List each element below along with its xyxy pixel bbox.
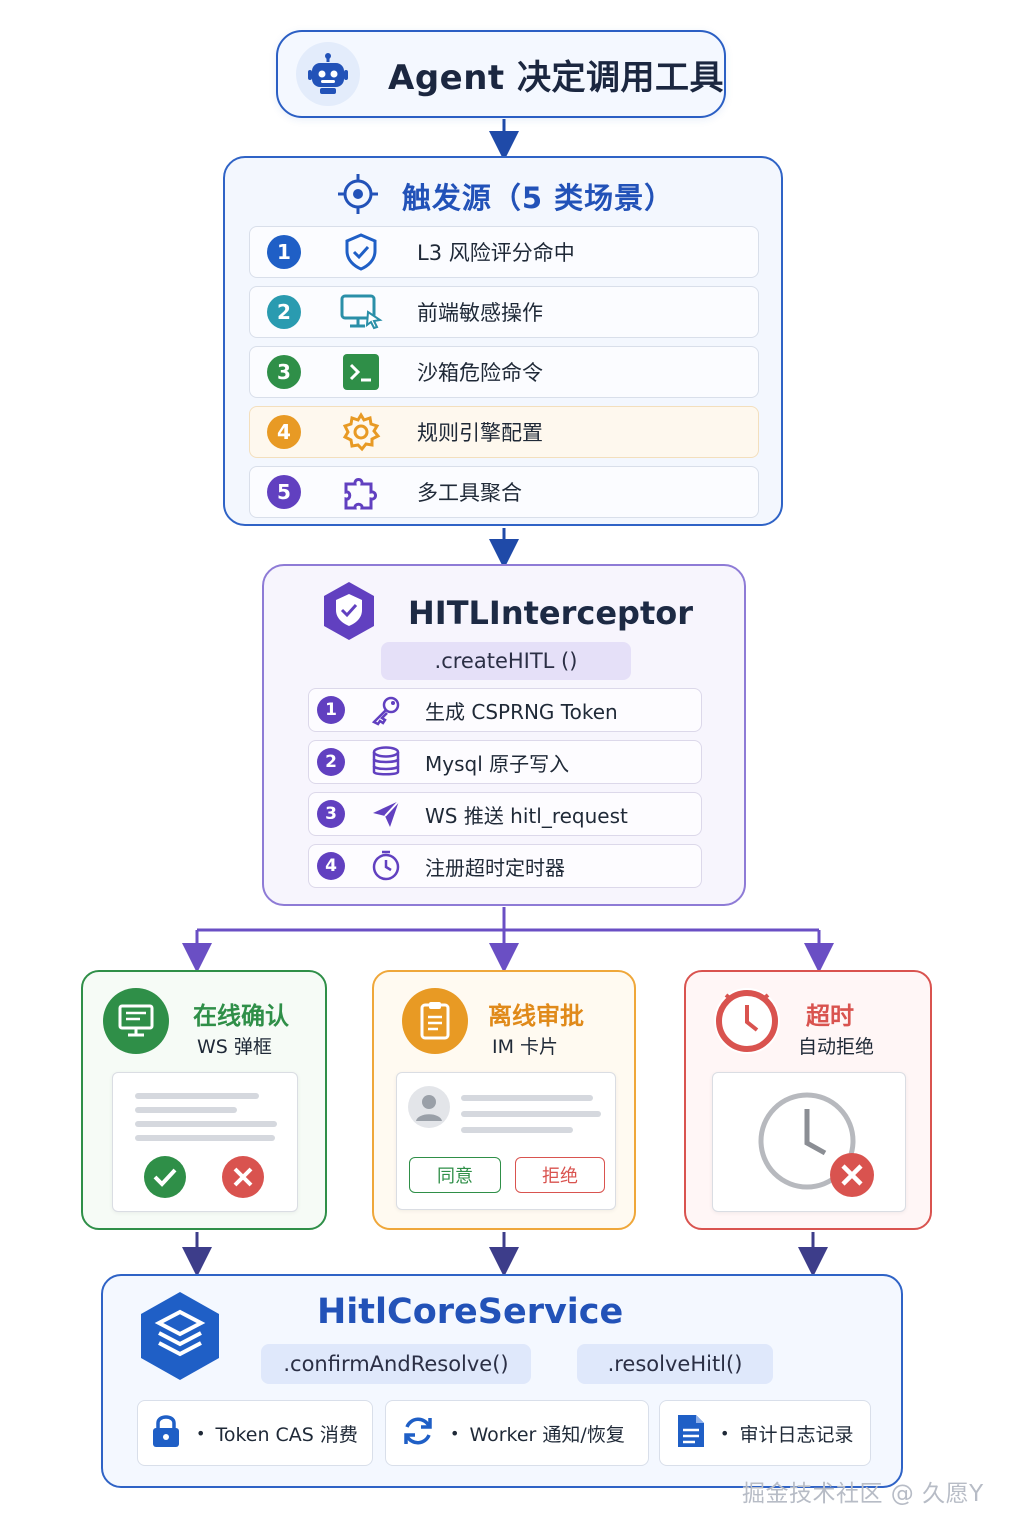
robot-icon bbox=[296, 42, 360, 106]
gear-icon bbox=[339, 410, 383, 454]
reject-button[interactable]: 拒绝 bbox=[515, 1157, 605, 1193]
expired-clock-icon bbox=[757, 1089, 877, 1203]
agent-node: Agent 决定调用工具 bbox=[276, 30, 726, 118]
hitl-step: 2 Mysql 原子写入 bbox=[308, 740, 702, 784]
ws-dialog-preview bbox=[112, 1072, 298, 1212]
monitor-icon bbox=[103, 988, 169, 1054]
offline-approve-card: 离线审批 IM 卡片 同意 拒绝 bbox=[372, 970, 636, 1230]
trigger-number: 1 bbox=[267, 235, 301, 269]
layers-icon bbox=[137, 1290, 223, 1386]
im-card-preview: 同意 拒绝 bbox=[396, 1072, 616, 1210]
trigger-label: 多工具聚合 bbox=[417, 481, 522, 505]
resolve-hitl-method: .resolveHitl() bbox=[577, 1344, 773, 1384]
step-number: 3 bbox=[317, 800, 345, 828]
timeout-card: 超时 自动拒绝 bbox=[684, 970, 932, 1230]
check-icon bbox=[143, 1155, 187, 1203]
agree-button[interactable]: 同意 bbox=[409, 1157, 501, 1193]
lock-icon bbox=[150, 1413, 182, 1453]
key-icon bbox=[369, 693, 403, 727]
refresh-icon bbox=[400, 1413, 436, 1453]
send-icon bbox=[369, 797, 403, 831]
clock-icon bbox=[714, 988, 780, 1054]
trigger-number: 3 bbox=[267, 355, 301, 389]
database-icon bbox=[369, 745, 403, 779]
hitl-title: HITLInterceptor bbox=[408, 594, 694, 632]
confirm-and-resolve-method: .confirmAndResolve() bbox=[261, 1344, 531, 1384]
close-icon bbox=[221, 1155, 265, 1203]
core-item-label: Worker 通知/恢复 bbox=[469, 1423, 625, 1446]
trigger-label: 前端敏感操作 bbox=[417, 301, 543, 325]
trigger-item: 4 规则引擎配置 bbox=[249, 406, 759, 458]
trigger-item: 1 L3 风险评分命中 bbox=[249, 226, 759, 278]
trigger-number: 5 bbox=[267, 475, 301, 509]
trigger-number: 2 bbox=[267, 295, 301, 329]
core-item: • Token CAS 消费 bbox=[137, 1400, 373, 1466]
trigger-item: 3 沙箱危险命令 bbox=[249, 346, 759, 398]
puzzle-icon bbox=[339, 470, 383, 514]
core-item: • Worker 通知/恢复 bbox=[385, 1400, 649, 1466]
core-item: • 审计日志记录 bbox=[659, 1400, 871, 1466]
terminal-icon bbox=[339, 350, 383, 394]
card-title: 超时 bbox=[806, 1002, 854, 1030]
timeout-preview bbox=[712, 1072, 906, 1212]
avatar-icon bbox=[407, 1085, 451, 1133]
card-title: 离线审批 bbox=[488, 1002, 584, 1030]
trigger-label: 规则引擎配置 bbox=[417, 421, 543, 445]
step-label: 注册超时定时器 bbox=[425, 855, 565, 880]
card-title: 在线确认 bbox=[193, 1002, 289, 1030]
shield-check-icon bbox=[339, 230, 383, 274]
hitl-step: 4 注册超时定时器 bbox=[308, 844, 702, 888]
step-label: 生成 CSPRNG Token bbox=[425, 699, 618, 724]
core-title: HitlCoreService bbox=[317, 1292, 624, 1332]
clipboard-icon bbox=[402, 988, 468, 1054]
core-item-label: Token CAS 消费 bbox=[215, 1423, 358, 1446]
timer-icon bbox=[369, 849, 403, 883]
step-number: 4 bbox=[317, 852, 345, 880]
trigger-label: L3 风险评分命中 bbox=[417, 241, 575, 265]
shield-icon bbox=[320, 580, 378, 646]
card-subtitle: IM 卡片 bbox=[492, 1036, 559, 1058]
trigger-header: 触发源（5 类场景） bbox=[225, 174, 785, 216]
step-label: Mysql 原子写入 bbox=[425, 751, 570, 776]
card-subtitle: WS 弹框 bbox=[197, 1036, 272, 1058]
trigger-label: 沙箱危险命令 bbox=[417, 361, 543, 385]
create-hitl-method: .createHITL () bbox=[381, 642, 631, 680]
trigger-item: 2 前端敏感操作 bbox=[249, 286, 759, 338]
trigger-item: 5 多工具聚合 bbox=[249, 466, 759, 518]
document-icon bbox=[676, 1413, 706, 1453]
hitl-interceptor-panel: HITLInterceptor .createHITL () 1 生成 CSPR… bbox=[262, 564, 746, 906]
hitl-header: HITLInterceptor bbox=[320, 580, 693, 646]
target-icon bbox=[336, 172, 380, 220]
trigger-title: 触发源（5 类场景） bbox=[401, 181, 675, 215]
hitl-step: 3 WS 推送 hitl_request bbox=[308, 792, 702, 836]
watermark: 掘金技术社区 @ 久愿Y bbox=[742, 1481, 984, 1507]
step-number: 2 bbox=[317, 748, 345, 776]
trigger-sources-panel: 触发源（5 类场景） 1 L3 风险评分命中 2 前端敏感操作 3 沙箱危险命令… bbox=[223, 156, 783, 526]
hitl-step: 1 生成 CSPRNG Token bbox=[308, 688, 702, 732]
core-item-label: 审计日志记录 bbox=[739, 1423, 854, 1446]
agent-title: Agent 决定调用工具 bbox=[388, 57, 725, 98]
card-subtitle: 自动拒绝 bbox=[798, 1036, 875, 1058]
trigger-number: 4 bbox=[267, 415, 301, 449]
step-label: WS 推送 hitl_request bbox=[425, 803, 628, 828]
monitor-cursor-icon bbox=[339, 290, 383, 334]
online-confirm-card: 在线确认 WS 弹框 bbox=[81, 970, 327, 1230]
step-number: 1 bbox=[317, 696, 345, 724]
hitl-core-service-panel: HitlCoreService .confirmAndResolve() .re… bbox=[101, 1274, 903, 1488]
